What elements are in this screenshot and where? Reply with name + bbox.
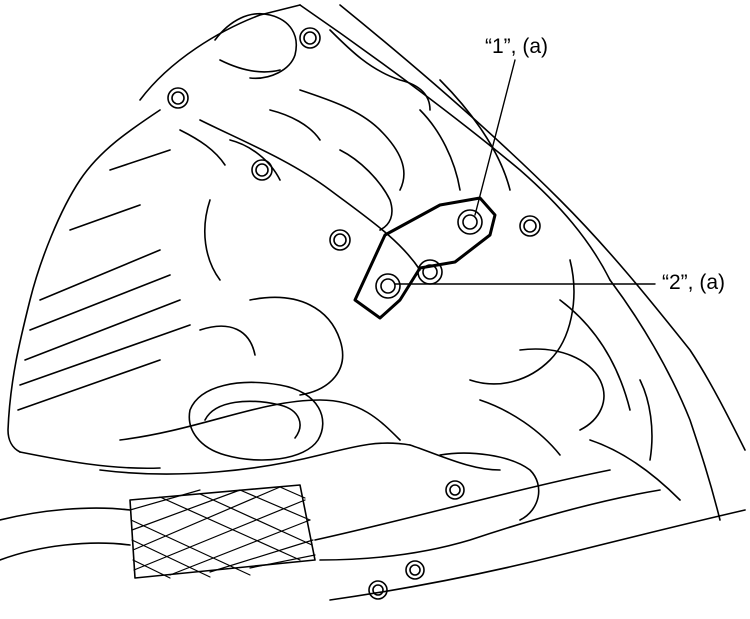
upper-casting-details	[179, 13, 511, 231]
bolt-icon	[417, 259, 443, 285]
lower-frame	[0, 348, 746, 601]
bolt-1-icon	[457, 209, 483, 235]
mesh-sleeve	[129, 484, 316, 579]
bolt-icon	[519, 215, 541, 237]
bolt-icon	[405, 560, 425, 580]
bolt-icon	[299, 27, 321, 49]
callout-label-2: “2”, (a)	[662, 271, 725, 294]
bracket	[353, 196, 497, 320]
bolt-icon	[368, 580, 388, 600]
leader-line-1	[474, 59, 516, 216]
bolt-icon	[167, 87, 189, 109]
transmission-housing	[7, 4, 746, 521]
drain-boss	[188, 381, 324, 461]
bolts	[167, 27, 541, 600]
bolt-icon	[329, 229, 351, 251]
leader-lines	[394, 59, 656, 285]
callout-label-1: “1”, (a)	[485, 35, 548, 58]
bolt-2-icon	[375, 273, 401, 299]
bolt-icon	[445, 480, 465, 500]
bolt-icon	[251, 159, 273, 181]
